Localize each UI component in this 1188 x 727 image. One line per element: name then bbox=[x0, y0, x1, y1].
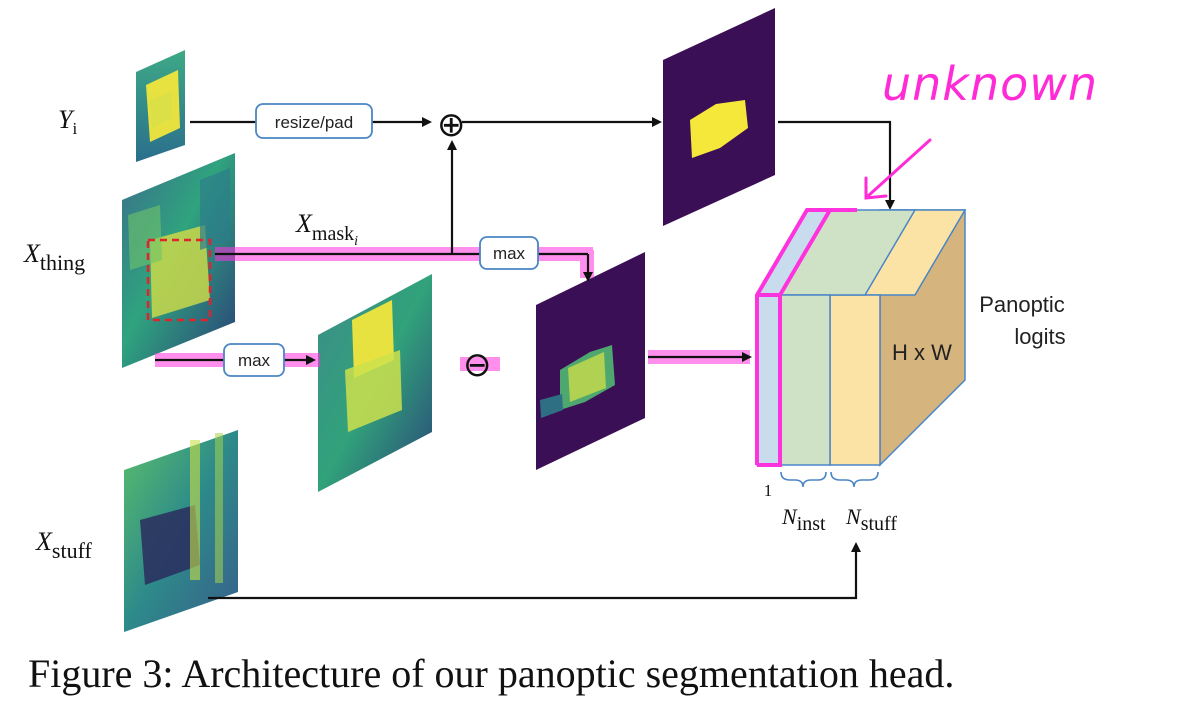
label-x-mask: Xmaski bbox=[295, 209, 358, 249]
label-x-thing: Xthing bbox=[23, 239, 85, 275]
panoptic-logits-tensor: H x W bbox=[755, 208, 967, 467]
svg-text:max: max bbox=[493, 244, 526, 263]
minus-operator: ⊖ bbox=[463, 345, 492, 385]
tensor-dims-label: H x W bbox=[892, 340, 952, 365]
y-i-map bbox=[136, 50, 185, 162]
resized-mask-map bbox=[663, 8, 775, 226]
svg-text:resize/pad: resize/pad bbox=[275, 113, 353, 132]
resize-pad-box: resize/pad bbox=[255, 103, 373, 139]
plus-operator: ⊕ bbox=[437, 105, 466, 145]
connection-lines bbox=[155, 117, 895, 600]
channel-1-label: 1 bbox=[764, 481, 773, 500]
x-stuff-map bbox=[124, 430, 238, 632]
mask-region-box bbox=[146, 238, 212, 322]
max-box-top: max bbox=[479, 236, 539, 270]
n-inst-label: Ninst bbox=[781, 504, 826, 535]
handwritten-annotation: unknown bbox=[882, 57, 1098, 111]
difference-map bbox=[536, 252, 645, 470]
label-y-i: Yi bbox=[58, 105, 77, 138]
n-stuff-label: Nstuff bbox=[845, 504, 897, 535]
channel-brackets bbox=[780, 471, 879, 488]
annotation-arrow bbox=[864, 138, 932, 200]
architecture-diagram: Yi Xthing Xstuff bbox=[23, 8, 1098, 632]
label-x-stuff: Xstuff bbox=[35, 527, 92, 563]
highlight-slice-outline bbox=[755, 208, 857, 465]
max-box-bottom: max bbox=[223, 343, 285, 377]
panoptic-logits-label: Panoptic bbox=[979, 292, 1065, 317]
svg-text:max: max bbox=[238, 351, 271, 370]
figure-caption: Figure 3: Architecture of our panoptic s… bbox=[28, 651, 955, 696]
x-thing-crop-map bbox=[318, 274, 432, 492]
panoptic-logits-label-line2: logits bbox=[1014, 324, 1065, 349]
x-thing-map bbox=[122, 153, 235, 368]
